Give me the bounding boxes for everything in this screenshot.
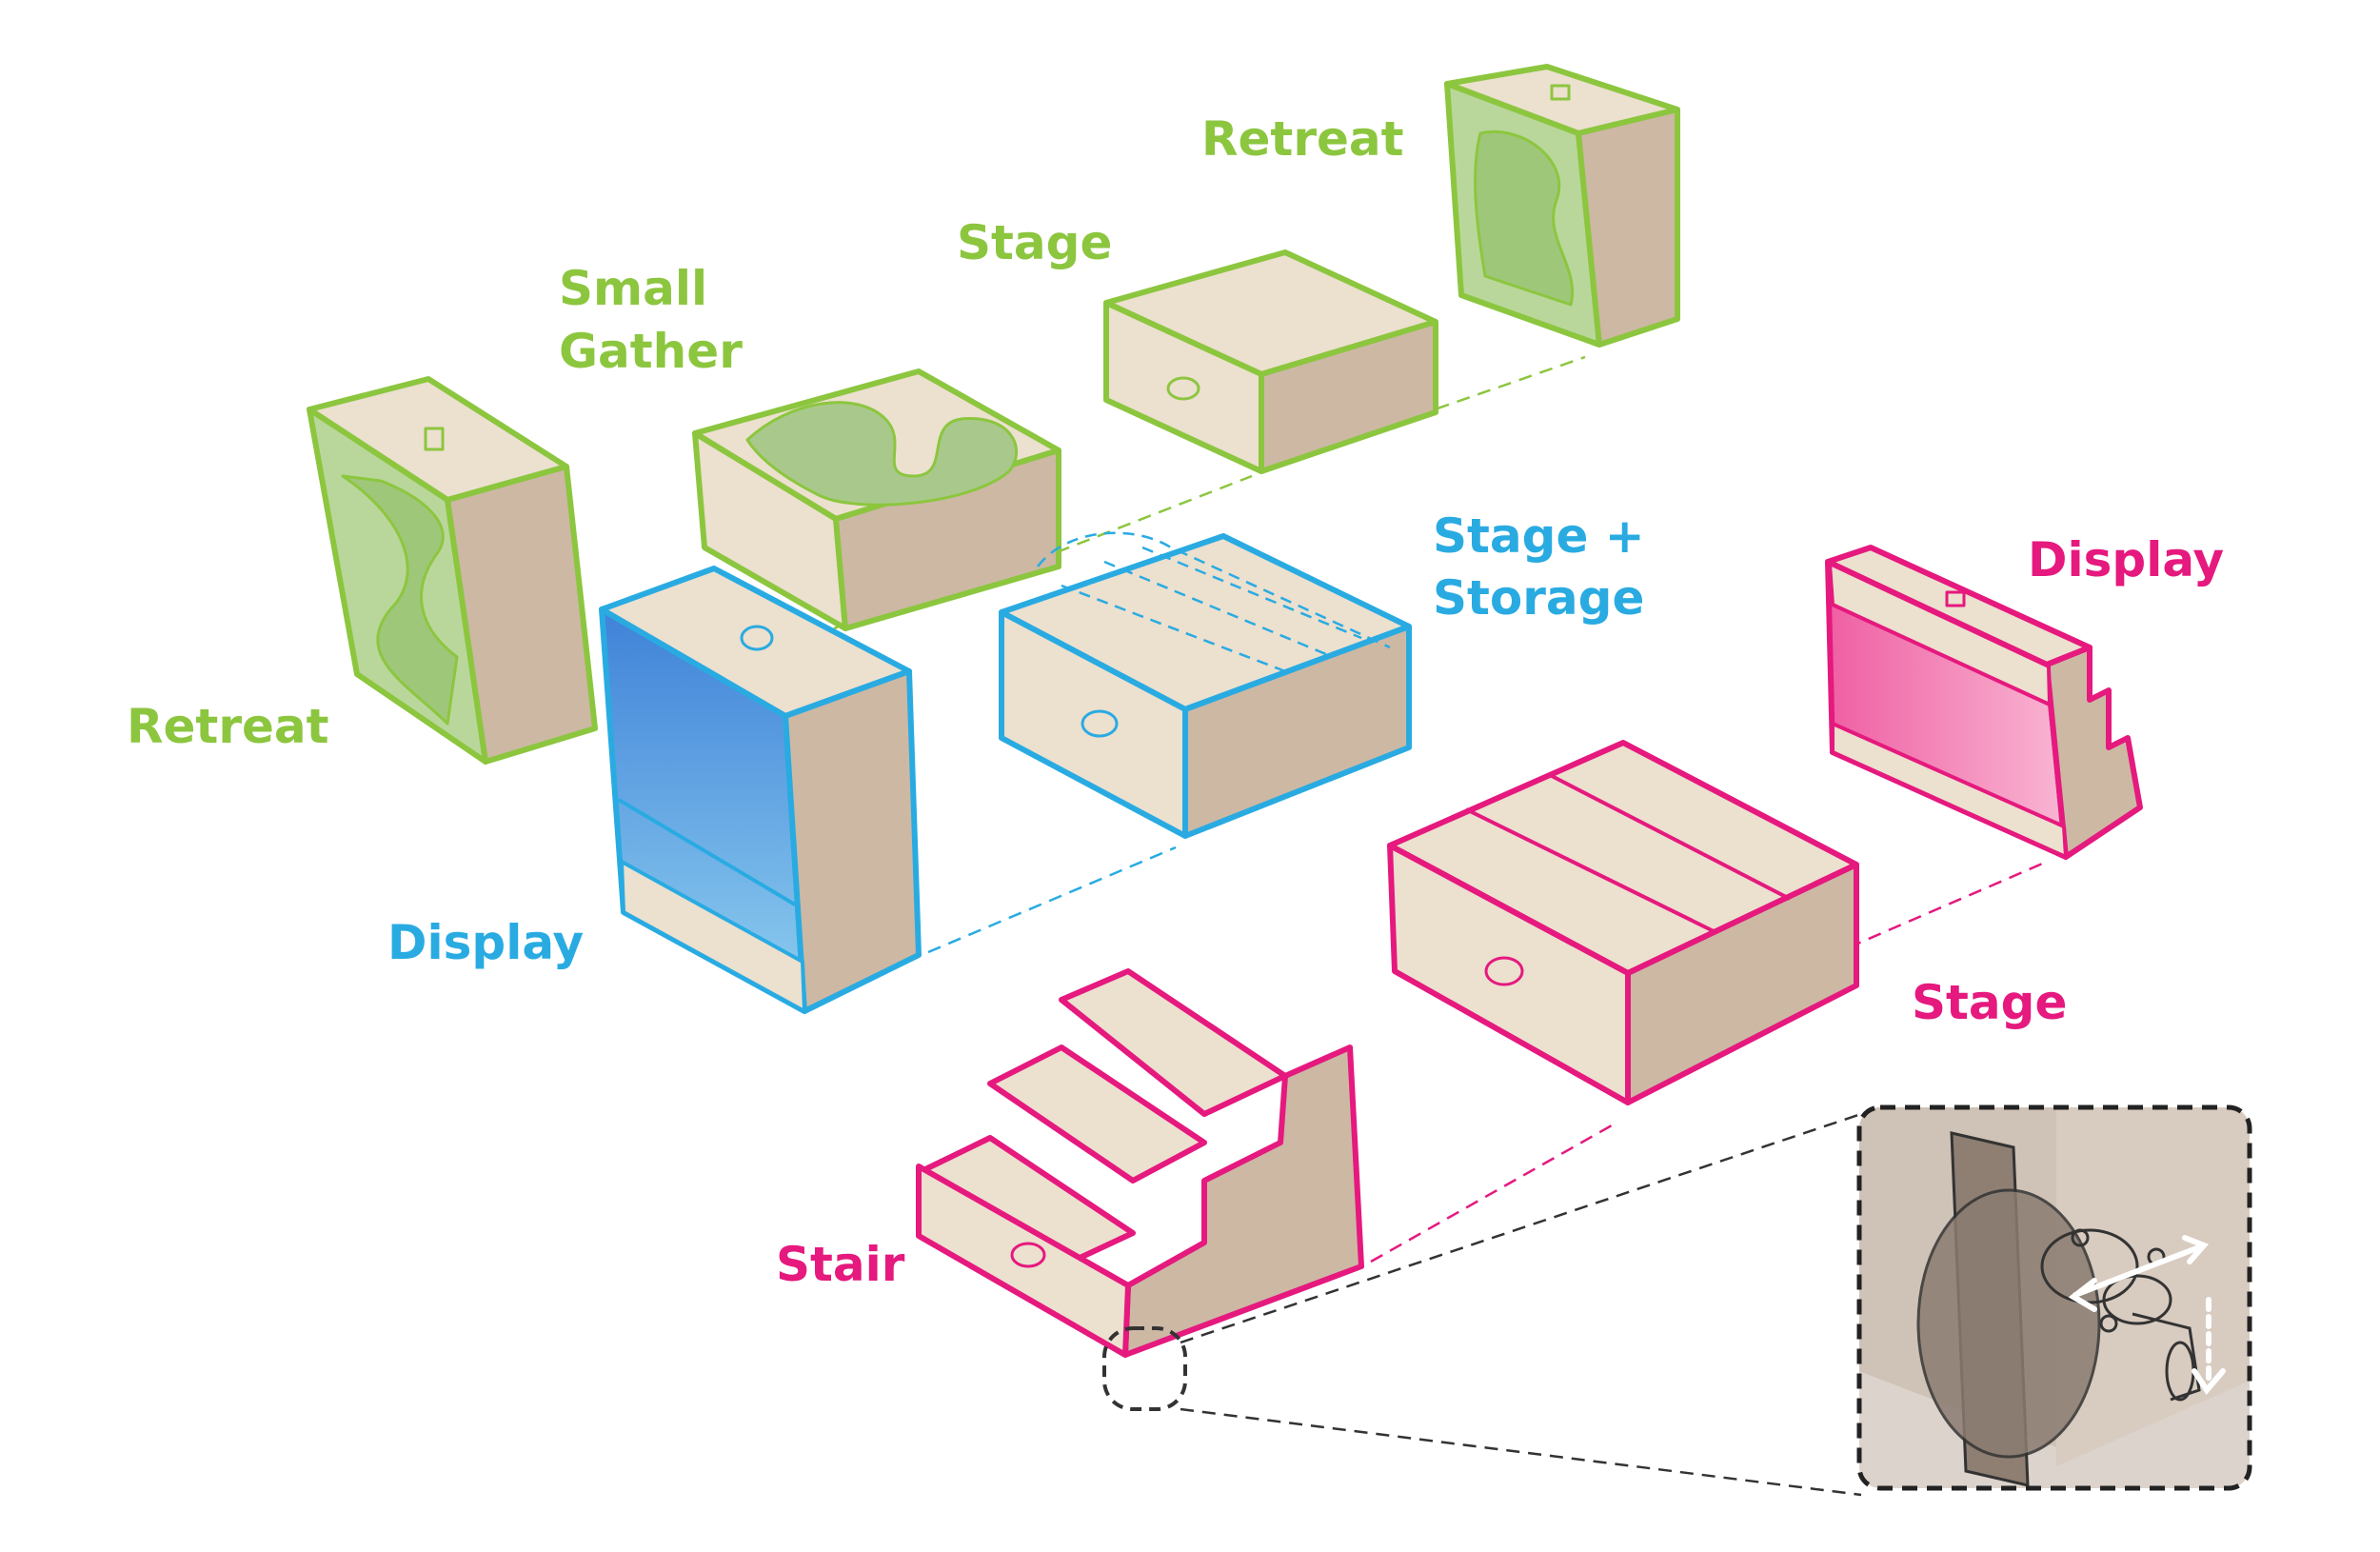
module-cutout	[745, 401, 1019, 507]
label-stage-top: Stage	[957, 215, 1113, 270]
module-face-side	[1625, 862, 1859, 1105]
label-stage-storage-line2: Storage	[1433, 570, 1645, 626]
module-retreat-top	[1444, 64, 1680, 348]
module-stage-pink	[1387, 740, 1859, 1105]
label-small-gather-line1: Small	[559, 261, 708, 316]
module-handle	[1945, 590, 1966, 607]
module-face-stair-side	[1122, 1045, 1364, 1358]
label-retreat-left: Retreat	[127, 699, 329, 754]
module-top-rail	[1828, 562, 2052, 706]
module-cutout	[1474, 130, 1575, 307]
module-stair	[916, 968, 1364, 1358]
module-shelf	[617, 798, 797, 906]
label-small-gather-line2: Gather	[559, 324, 743, 379]
module-handle	[1081, 709, 1119, 738]
module-cutout	[341, 474, 459, 726]
module-handle	[1550, 84, 1571, 101]
connector-detail-bottom	[1180, 1407, 1862, 1497]
label-retreat-top: Retreat	[1201, 111, 1404, 167]
module-handle	[740, 625, 774, 651]
module-stage-green	[1103, 249, 1438, 474]
label-display-pink: Display	[2028, 532, 2225, 587]
module-face-side	[445, 464, 598, 765]
connector-blue	[927, 846, 1177, 954]
label-display-blue: Display	[387, 915, 585, 970]
module-face-side	[1259, 319, 1438, 474]
module-face-side	[1182, 624, 1412, 839]
module-face-side	[783, 668, 922, 1014]
detail-arrows	[2068, 1235, 2226, 1396]
module-stage-storage	[999, 531, 1412, 839]
connector-green-lower	[1056, 474, 1253, 554]
module-hidden-lid	[1037, 531, 1391, 673]
module-handle	[1010, 1242, 1046, 1268]
connector-detail-top	[1180, 1112, 1862, 1344]
module-plank-lines	[1465, 774, 1791, 933]
label-stair: Stair	[776, 1237, 905, 1292]
connector-pink-lower	[1370, 1120, 1619, 1263]
module-display-blue	[599, 566, 922, 1014]
detail-disc	[1916, 1188, 2101, 1459]
module-retreat-left	[307, 376, 598, 765]
module-base-plinth	[620, 860, 806, 1013]
module-step-middle	[987, 1045, 1207, 1184]
module-base-plinth	[1831, 722, 2068, 859]
label-stage-pink: Stage	[1912, 975, 2068, 1030]
connector-pink-upper	[1727, 860, 2048, 1002]
module-face-side	[1576, 107, 1680, 348]
detail-frame	[1856, 1104, 2252, 1491]
label-stage-storage-line1: Stage +	[1433, 508, 1645, 564]
module-handle	[1166, 376, 1200, 401]
detail-inset	[1856, 1104, 2252, 1491]
module-step-upper	[1059, 968, 1288, 1117]
module-face-side	[2044, 645, 2143, 860]
detail-highlight-circle	[1102, 1326, 1187, 1411]
module-handle	[424, 427, 445, 451]
module-display-pink	[1825, 545, 2143, 860]
module-small-gather	[692, 368, 1061, 631]
module-handle	[1484, 956, 1524, 986]
